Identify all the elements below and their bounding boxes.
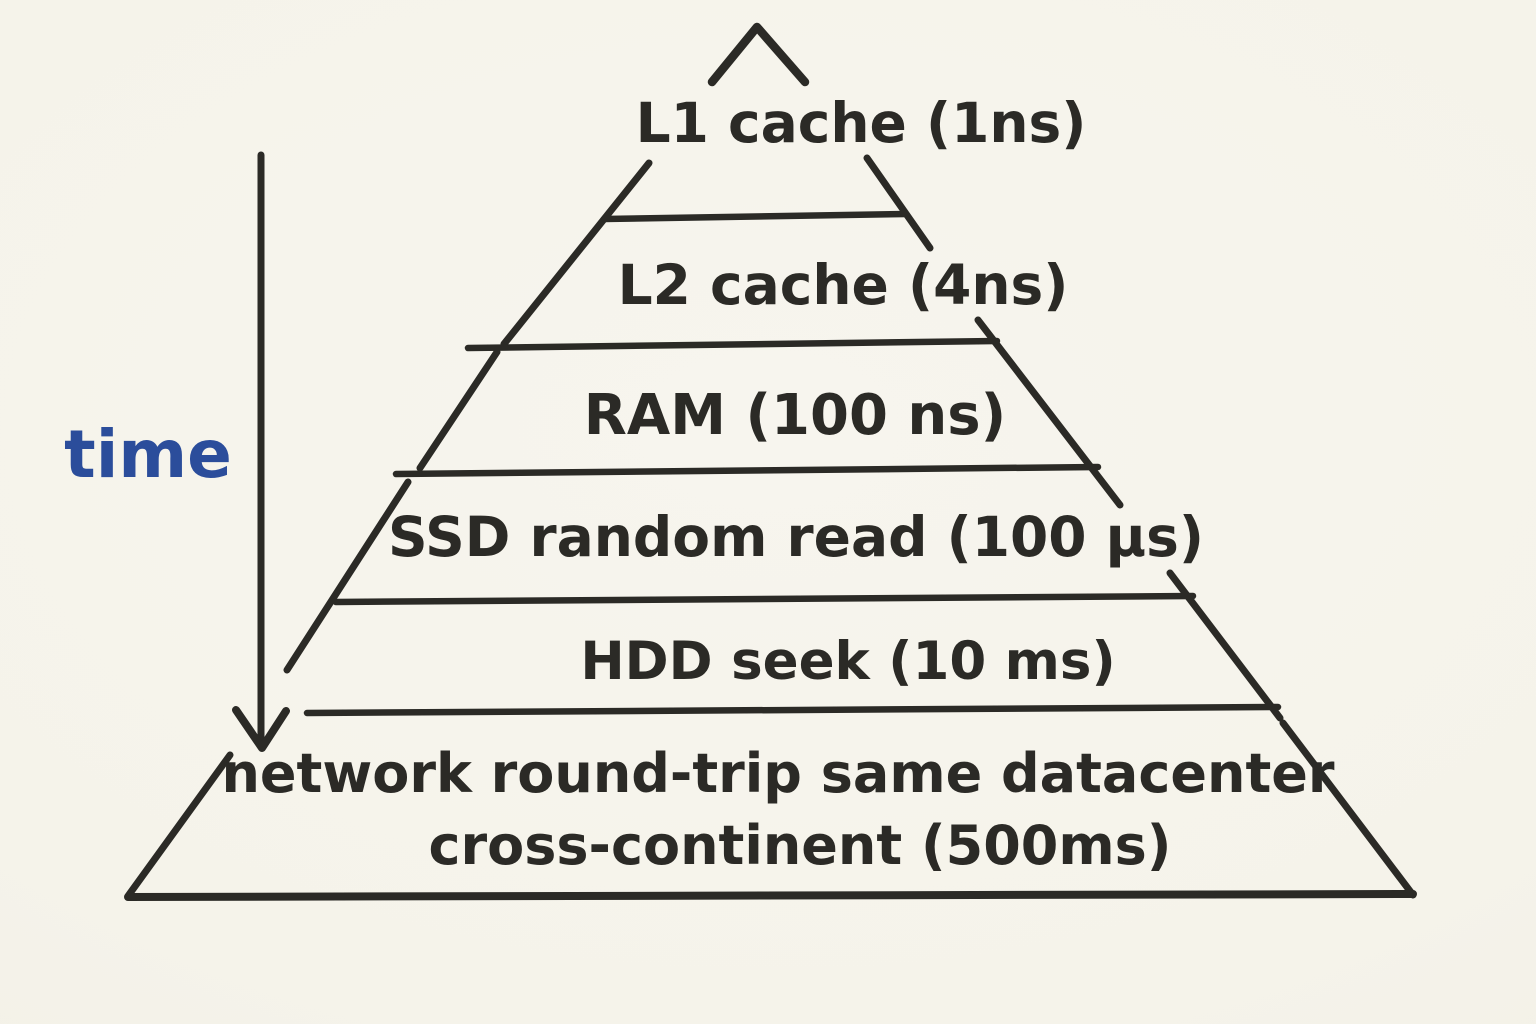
level-label-l1-cache: L1 cache (1ns) — [636, 91, 1087, 155]
divider-below-l2 — [464, 337, 1001, 352]
divider-below-ram — [392, 463, 1102, 478]
level-label-ram: RAM (100 ns) — [584, 383, 1006, 448]
divider-below-l1 — [600, 210, 910, 223]
pyramid-outline — [124, 22, 1417, 901]
level-label-hdd: HDD seek (10 ms) — [580, 631, 1115, 692]
pyramid-right-edge-segment-2 — [974, 316, 1124, 509]
time-arrow — [232, 151, 290, 752]
pyramid-right-edge-segment-4 — [1279, 719, 1417, 899]
pyramid-left-edge-segment-2 — [416, 348, 501, 472]
pyramid-apex — [707, 22, 810, 87]
level-label-network-line2: cross-continent (500ms) — [429, 814, 1172, 877]
pyramid-base-line — [124, 890, 1417, 901]
time-arrow-head — [232, 706, 290, 752]
level-label-l2-cache: L2 cache (4ns) — [618, 253, 1069, 317]
pyramid-left-edge-segment-3 — [283, 478, 412, 674]
time-axis-label: time — [64, 416, 232, 493]
level-label-network-line1: network round-trip same datacenter — [221, 742, 1334, 805]
divider-below-hdd — [303, 703, 1282, 717]
divider-below-ssd — [332, 592, 1197, 606]
pyramid-left-edge-segment-4 — [124, 751, 234, 900]
pyramid-right-edge-segment-1 — [863, 154, 934, 252]
level-label-ssd: SSD random read (100 µs) — [388, 505, 1204, 569]
pyramid-left-edge-segment-1 — [500, 159, 653, 348]
